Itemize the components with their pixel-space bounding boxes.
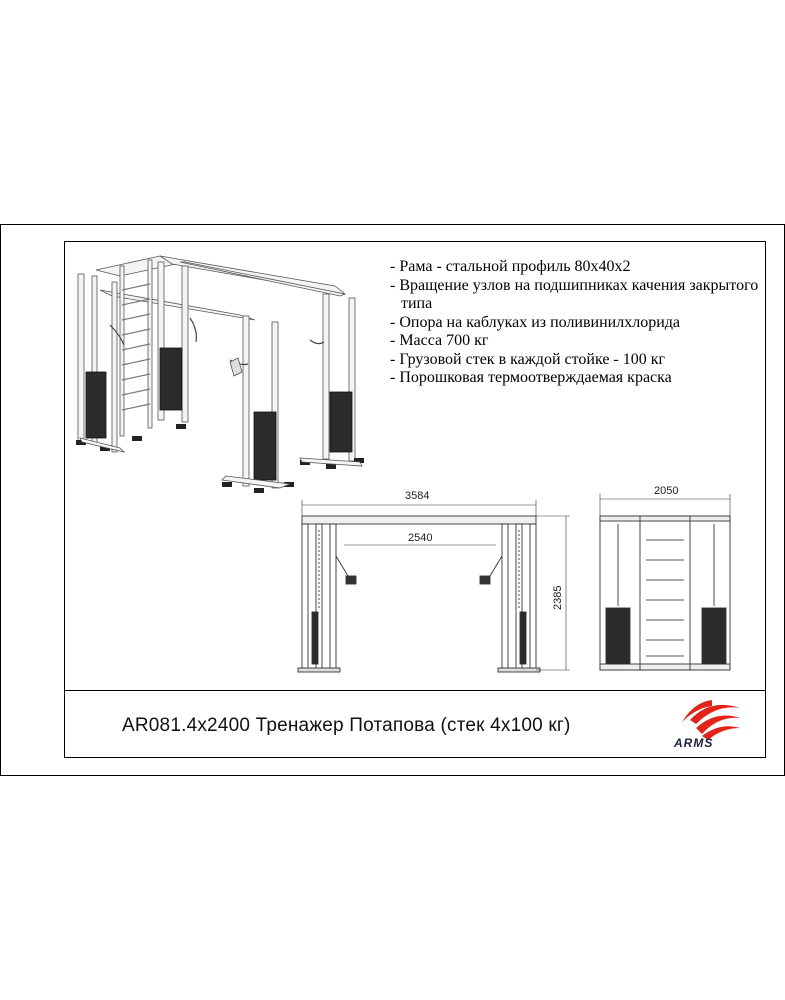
dim-depth: 2050 [654,485,678,497]
spec-item: - Вращение узлов на подшипниках качения … [390,276,759,313]
side-dimensions [599,494,731,516]
isometric-view [76,255,364,493]
front-view [297,515,541,673]
spec-item: - Порошковая термоотверждаемая краска [390,369,672,386]
dim-height: 2385 [552,586,564,610]
spec-item: - Масса 700 кг [390,332,489,349]
spec-item: - Грузовой стек в каждой стойке - 100 кг [390,350,666,368]
brand-name: ARMS [674,736,714,750]
dim-inner-width: 2540 [408,532,432,544]
title-block [64,690,766,758]
page-title: AR081.4x2400 Тренажер Потапова (стек 4x1… [122,715,571,736]
inner-frame [64,241,766,758]
front-dimensions [301,500,570,671]
spec-item: - Опора на каблуках из поливинилхлорида [390,313,680,331]
dim-overall-width: 3584 [405,490,429,502]
side-view [599,515,731,671]
arms-logo-icon [682,700,740,740]
spec-item: - Рама - стальной профиль 80х40х2 [390,258,631,275]
spec-list: - Рама - стальной профиль 80х40х2 - Вращ… [390,258,760,388]
